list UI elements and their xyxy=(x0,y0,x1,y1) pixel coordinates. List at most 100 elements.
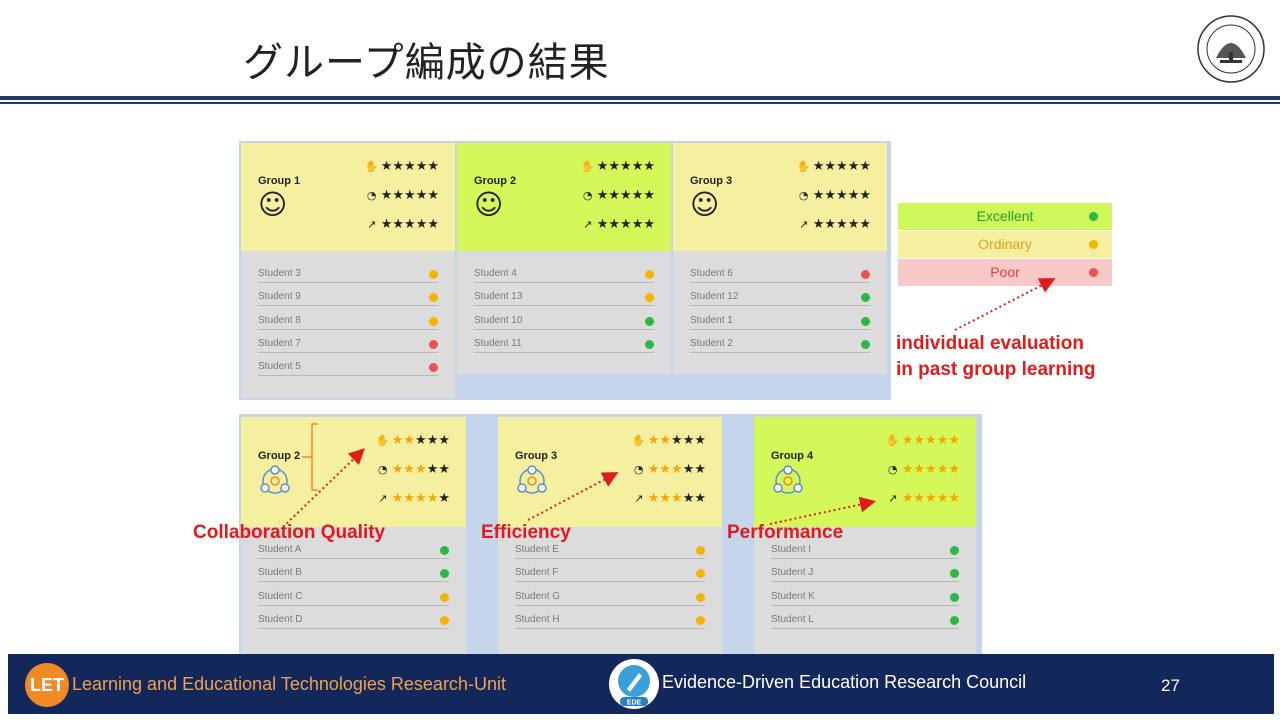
star-filled-icon: ★ xyxy=(671,491,683,506)
speed-gauge-icon: ◔ xyxy=(798,189,809,202)
star-rating: ★★★★★ xyxy=(381,217,439,232)
metric-rating-row: ↗★★★★★ xyxy=(579,217,655,232)
star-filled-icon: ★ xyxy=(391,462,404,477)
star-rating: ★★★★★ xyxy=(597,217,655,232)
group-network-icon xyxy=(260,465,290,494)
star-empty-icon: ★ xyxy=(824,159,837,174)
legend-dot-icon xyxy=(1089,212,1098,221)
status-dot-icon xyxy=(950,592,959,602)
star-rating: ★★★★★ xyxy=(902,491,960,506)
student-row: Student D xyxy=(258,614,449,629)
star-rating: ★★★★★ xyxy=(902,462,960,477)
group-name: Group 2 xyxy=(258,450,301,462)
student-row: Student 3 xyxy=(258,268,438,283)
group-name: Group 3 xyxy=(515,450,558,462)
group-card-header xyxy=(457,143,671,251)
status-dot-icon xyxy=(861,316,870,326)
student-row: Student 4 xyxy=(474,268,654,283)
star-empty-icon: ★ xyxy=(643,217,655,232)
star-filled-icon: ★ xyxy=(925,433,937,448)
metric-rating-row: ✋★★★★★ xyxy=(630,433,706,448)
status-dot-icon xyxy=(696,592,705,602)
metric-rating-row: ✋★★★★★ xyxy=(363,159,439,174)
student-name: Student A xyxy=(258,544,302,555)
student-row: Student 7 xyxy=(258,338,438,353)
student-name: Student C xyxy=(258,590,303,602)
handshake-icon: ✋ xyxy=(885,434,900,447)
status-dot-icon xyxy=(950,615,959,625)
star-rating: ★★★★★ xyxy=(392,491,450,506)
metric-rating-row: ↗★★★★★ xyxy=(630,491,706,506)
speed-gauge-icon: ◔ xyxy=(887,463,898,476)
star-empty-icon: ★ xyxy=(812,159,825,174)
star-empty-icon: ★ xyxy=(415,159,428,174)
star-filled-icon: ★ xyxy=(936,462,949,477)
individual-evaluation-annotation-line1: individual evaluation xyxy=(896,333,1084,354)
student-name: Student 5 xyxy=(258,361,301,373)
speed-gauge-icon: ◔ xyxy=(377,463,388,476)
group-name: Group 4 xyxy=(771,450,814,462)
student-name: Student 6 xyxy=(690,268,733,279)
group-student-list xyxy=(498,527,722,654)
group-student-list xyxy=(754,527,976,654)
status-dot-icon xyxy=(645,316,654,326)
student-row: Student 2 xyxy=(690,338,870,353)
star-rating: ★★★★★ xyxy=(648,491,706,506)
star-rating: ★★★★★ xyxy=(902,433,960,448)
metric-rating-row: ◔★★★★★ xyxy=(374,462,450,477)
star-filled-icon: ★ xyxy=(936,433,949,448)
title-divider-thick xyxy=(0,96,1280,100)
group-card-header xyxy=(241,143,455,251)
star-empty-icon: ★ xyxy=(438,491,450,506)
legend-row: Excellent xyxy=(898,203,1112,230)
metric-rating-row: ◔★★★★★ xyxy=(630,462,706,477)
student-name: Student 10 xyxy=(474,314,523,326)
star-empty-icon: ★ xyxy=(847,159,860,174)
metric-rating-row: ↗★★★★★ xyxy=(884,491,960,506)
star-empty-icon: ★ xyxy=(620,159,632,174)
student-name: Student B xyxy=(258,567,302,579)
star-filled-icon: ★ xyxy=(925,491,937,506)
student-row: Student 11 xyxy=(474,338,654,353)
star-filled-icon: ★ xyxy=(936,491,949,506)
student-name: Student H xyxy=(515,613,560,625)
star-empty-icon: ★ xyxy=(859,217,871,232)
student-name: Student D xyxy=(258,613,303,625)
star-rating: ★★★★★ xyxy=(381,159,439,174)
status-dot-icon xyxy=(440,592,449,602)
status-dot-icon xyxy=(861,270,870,279)
star-empty-icon: ★ xyxy=(682,491,695,506)
legend-row: Ordinary xyxy=(898,231,1112,258)
student-row: Student A xyxy=(258,544,449,559)
student-row: Student 5 xyxy=(258,361,438,377)
star-empty-icon: ★ xyxy=(427,159,439,174)
star-empty-icon: ★ xyxy=(438,462,450,477)
group-name: Group 1 xyxy=(258,175,301,187)
metric-rating-row: ↗★★★★★ xyxy=(374,491,450,506)
star-empty-icon: ★ xyxy=(415,188,428,203)
speed-gauge-icon: ◔ xyxy=(582,189,593,202)
status-dot-icon xyxy=(645,270,654,279)
student-row: Student B xyxy=(258,567,449,583)
star-filled-icon: ★ xyxy=(647,462,660,477)
metric-rating-row: ✋★★★★★ xyxy=(795,159,871,174)
star-filled-icon: ★ xyxy=(925,462,937,477)
university-seal-icon xyxy=(1197,15,1265,83)
metric-rating-row: ✋★★★★★ xyxy=(579,159,655,174)
student-name: Student F xyxy=(515,567,559,579)
star-empty-icon: ★ xyxy=(427,188,439,203)
student-name: Student 13 xyxy=(474,291,523,303)
status-dot-icon xyxy=(429,270,438,279)
metric-rating-row: ↗★★★★★ xyxy=(363,217,439,232)
performance-annotation: Performance xyxy=(727,522,844,543)
student-name: Student 4 xyxy=(474,268,517,279)
star-empty-icon: ★ xyxy=(812,188,825,203)
star-empty-icon: ★ xyxy=(694,462,706,477)
student-row: Student 10 xyxy=(474,315,654,330)
star-rating: ★★★★★ xyxy=(648,433,706,448)
star-empty-icon: ★ xyxy=(643,159,655,174)
status-dot-icon xyxy=(950,569,959,579)
metric-rating-row: ✋★★★★★ xyxy=(884,433,960,448)
star-empty-icon: ★ xyxy=(847,188,860,203)
